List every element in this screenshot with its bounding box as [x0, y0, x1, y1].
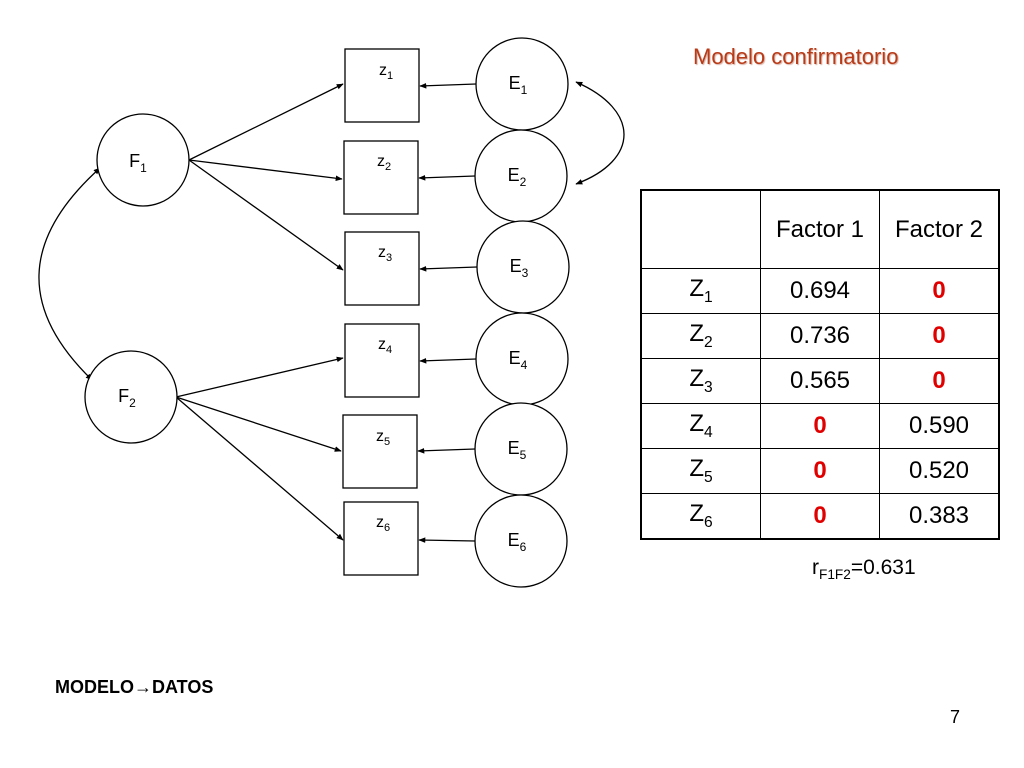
svg-text:E3: E3: [510, 256, 529, 280]
error-node: E1: [475, 37, 569, 131]
indicator-box: z5: [342, 414, 418, 489]
factor2-loading-cell: 0: [879, 358, 1000, 404]
table-header-row: Factor 1 Factor 2: [640, 189, 1000, 269]
table-header-cell: [640, 189, 761, 269]
factor2-loading-cell: 0.383: [879, 493, 1000, 540]
error-arrow: [419, 357, 477, 364]
factor2-loading-cell: 0.520: [879, 448, 1000, 494]
corr-value: =0.631: [850, 556, 916, 579]
variable-cell: Z1: [640, 268, 761, 314]
variable-cell: Z3: [640, 358, 761, 404]
loading-arrow: [188, 159, 344, 271]
factor1-loading-cell: 0.736: [760, 313, 880, 359]
table-header-cell: Factor 1: [760, 189, 880, 269]
factor1-loading-cell: 0: [760, 493, 880, 540]
indicator-box: z3: [344, 231, 420, 306]
svg-text:E6: E6: [508, 530, 527, 554]
error-correlation-arc: [575, 81, 625, 185]
svg-text:E5: E5: [508, 438, 527, 462]
factor-correlation-label: rF1F2=0.631: [812, 556, 916, 582]
variable-cell: Z2: [640, 313, 761, 359]
svg-text:E4: E4: [509, 348, 528, 372]
page-number: 7: [950, 707, 961, 727]
svg-text:z1: z1: [379, 62, 393, 82]
factor-correlation-arc: [38, 167, 101, 381]
error-arrow: [419, 82, 477, 89]
svg-text:F2: F2: [118, 386, 136, 410]
svg-text:z4: z4: [378, 336, 392, 356]
svg-text:z6: z6: [376, 514, 390, 534]
factor1-loading-cell: 0.694: [760, 268, 880, 314]
factor2-loading-cell: 0.590: [879, 403, 1000, 449]
table-header-cell: Factor 2: [879, 189, 1000, 269]
factor-node: F2: [84, 350, 178, 444]
variable-cell: Z6: [640, 493, 761, 540]
loading-arrow: [175, 396, 344, 541]
variable-cell: Z5: [640, 448, 761, 494]
factor1-loading-cell: 0: [760, 448, 880, 494]
svg-text:z2: z2: [377, 153, 391, 173]
error-node: E2: [474, 129, 568, 223]
loading-arrow: [175, 396, 342, 452]
corr-symbol: r: [812, 556, 819, 579]
indicator-box: z1: [344, 48, 420, 123]
error-node: E6: [474, 494, 568, 588]
factor1-loading-cell: 0.565: [760, 358, 880, 404]
indicator-box: z6: [343, 501, 419, 576]
svg-text:z3: z3: [378, 244, 392, 264]
error-arrow: [417, 447, 476, 454]
factor-node: F1: [96, 113, 190, 207]
footer-right: DATOS: [152, 677, 214, 697]
svg-text:F1: F1: [129, 151, 147, 175]
indicator-box: z4: [344, 323, 420, 398]
error-node: E5: [474, 402, 568, 496]
indicator-box: z2: [343, 140, 419, 215]
factor2-loading-cell: 0: [879, 313, 1000, 359]
variable-cell: Z4: [640, 403, 761, 449]
svg-text:E1: E1: [509, 73, 528, 97]
error-node: E4: [475, 312, 569, 406]
footer-left: MODELO: [55, 677, 134, 697]
error-arrow: [418, 537, 476, 543]
factor1-loading-cell: 0: [760, 403, 880, 449]
error-arrow: [419, 265, 478, 272]
corr-subscript: F1F2: [819, 567, 851, 583]
slide-title: Modelo confirmatorio: [693, 44, 899, 69]
error-arrow: [418, 174, 476, 181]
svg-text:E2: E2: [508, 165, 527, 189]
footer-arrow-icon: →: [134, 677, 152, 697]
footer-label: MODELO→DATOS: [55, 677, 213, 698]
svg-text:z5: z5: [376, 428, 390, 448]
loading-arrow: [188, 83, 344, 161]
error-node: E3: [476, 220, 570, 314]
factor2-loading-cell: 0: [879, 268, 1000, 314]
loading-arrow: [188, 159, 343, 182]
loading-arrow: [175, 356, 344, 398]
